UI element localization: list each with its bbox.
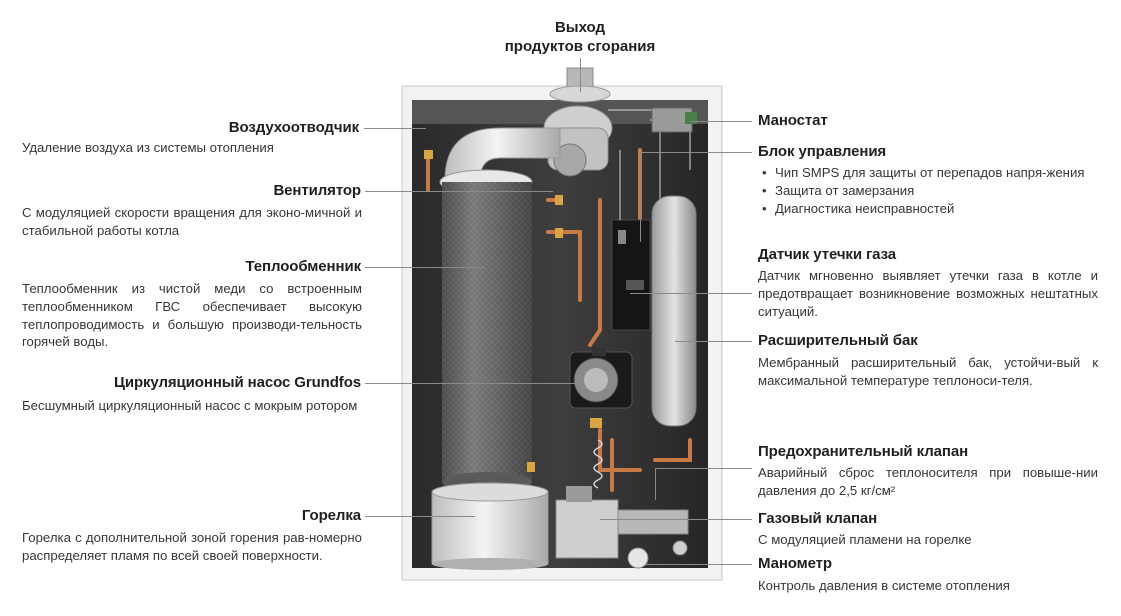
leader-fan [365,191,553,192]
manometer-title: Манометр [758,555,832,572]
manometer-desc: Контроль давления в системе отопления [758,578,1010,593]
leader-deaerator [364,128,426,129]
leader-burner [365,516,475,517]
gas-valve-title: Газовый клапан [758,510,878,527]
control-bullet: Диагностика неисправностей [760,200,1098,218]
leader-exhaust [580,58,581,92]
leader-control-v [640,152,641,242]
control-bullet: Чип SMPS для защиты от перепадов напря-ж… [760,164,1098,182]
fan-title: Вентилятор [273,182,361,199]
gas-valve-desc: С модуляцией пламени на горелке [758,532,972,547]
leader-pump [365,383,583,384]
manostat-title: Маностат [758,112,828,129]
leader-safety-valve-v [655,468,656,500]
fan-desc: С модуляцией скорости вращения для эконо… [22,205,362,238]
safety-valve-title: Предохранительный клапан [758,443,969,460]
exhaust-label: Выход продуктов сгорания [470,18,690,56]
leader-manometer [646,564,752,565]
expansion-tank-title: Расширительный бак [758,332,918,349]
pump-desc: Бесшумный циркуляционный насос с мокрым … [22,398,358,413]
burner-desc: Горелка с дополнительной зоной горения р… [22,530,362,563]
expansion-tank-desc: Мембранный расширительный бак, устойчи-в… [758,355,1098,388]
heat-exchanger-title: Теплообменник [245,258,361,275]
leader-safety-valve [655,468,752,469]
control-title: Блок управления [758,143,887,160]
exhaust-title-line2: продуктов сгорания [504,38,656,55]
gas-sensor-title: Датчик утечки газа [758,246,896,263]
control-bullet: Защита от замерзания [760,182,1098,200]
control-bullets: Чип SMPS для защиты от перепадов напря-ж… [760,164,1098,217]
safety-valve-desc: Аварийный сброс теплоносителя при повыше… [758,465,1098,498]
burner-title: Горелка [301,507,361,524]
leader-gas-sensor [630,293,752,294]
deaerator-desc: Удаление воздуха из системы отопления [22,140,274,155]
leader-control [640,152,752,153]
leader-expansion-tank [675,341,752,342]
pump-title: Циркуляционный насос Grundfos [113,374,361,391]
gas-sensor-desc: Датчик мгновенно выявляет утечки газа в … [758,268,1098,319]
leader-heat-exchanger [365,267,485,268]
deaerator-title: Воздухоотводчик [228,119,359,136]
leader-manostat [690,121,752,122]
exhaust-title-line1: Выход [554,19,606,36]
leader-gas-valve [600,519,752,520]
heat-exchanger-desc: Теплообменник из чистой меди со встроенн… [22,281,362,350]
